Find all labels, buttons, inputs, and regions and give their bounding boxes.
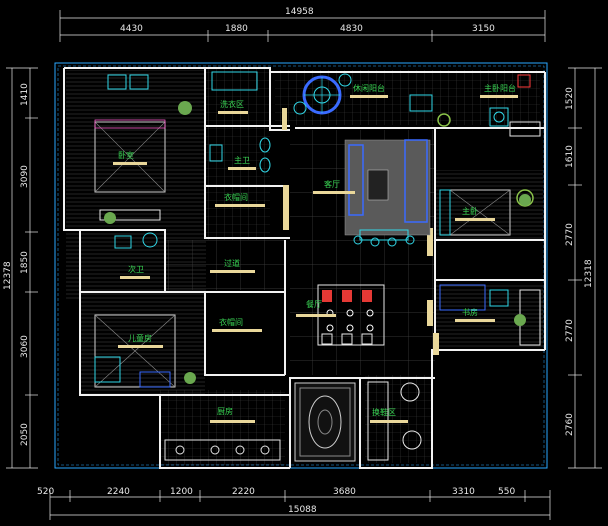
label-leisure-balcony: 休闲阳台	[350, 83, 388, 98]
label-master-balcony: 主卧阳台	[480, 83, 518, 98]
svg-text:书房: 书房	[462, 307, 478, 317]
svg-text:次卫: 次卫	[128, 264, 144, 274]
plants	[104, 101, 531, 384]
label-corridor: 过道	[210, 258, 255, 273]
dim-bottom-total: 15088	[288, 505, 317, 515]
svg-text:主卫: 主卫	[234, 155, 250, 165]
svg-text:餐厅: 餐厅	[306, 300, 322, 309]
dim-left-seg: 1410	[20, 83, 30, 106]
master-bath-fixtures	[209, 71, 271, 173]
entry-rug-icon	[294, 382, 356, 462]
dim-right-seg: 1520	[565, 87, 575, 110]
label-study: 书房	[455, 307, 495, 322]
second-bath-fixtures	[114, 232, 158, 249]
svg-text:卧室: 卧室	[118, 150, 134, 160]
label-second-bath: 次卫	[120, 264, 150, 279]
master-bed-icon	[439, 189, 534, 236]
dim-left-seg: 2050	[20, 423, 30, 446]
label-living-room: 客厅	[313, 179, 355, 194]
dim-bottom-seg: 3680	[333, 487, 356, 497]
floor-fills	[66, 65, 543, 465]
dim-top-seg: 4830	[340, 24, 363, 34]
dim-top-total: 14958	[285, 7, 314, 17]
dim-bottom-seg: 550	[498, 487, 515, 497]
label-bedroom: 卧室	[113, 150, 147, 165]
dim-right-seg: 2760	[565, 413, 575, 436]
dim-top-seg: 3150	[472, 24, 495, 34]
dim-left-total: 12378	[3, 261, 13, 290]
dim-bottom-seg: 2240	[107, 487, 130, 497]
dim-right-seg: 2770	[565, 223, 575, 246]
dim-left-seg: 3060	[20, 335, 30, 358]
label-closet-top: 衣帽间	[215, 192, 265, 207]
dim-left-seg: 3090	[20, 165, 30, 188]
kids-bed-icon	[94, 314, 176, 388]
study-desk-icon	[439, 284, 541, 346]
dimension-lines	[6, 10, 602, 520]
svg-text:衣帽间: 衣帽间	[219, 317, 243, 327]
round-table-icon	[293, 73, 352, 115]
dim-right-total: 12318	[584, 259, 594, 288]
svg-text:换鞋区: 换鞋区	[372, 407, 396, 417]
dimension-texts: 14958 4430 1880 4830 3150 520 2240 1200 …	[3, 7, 594, 515]
svg-text:客厅: 客厅	[324, 179, 340, 189]
svg-text:过道: 过道	[224, 258, 240, 268]
room-labels: 休闲阳台 主卧阳台 洗衣区 卧室 主卫 衣帽间 客厅 主卧 次卫 过道 餐厅 书…	[113, 83, 518, 423]
dim-right-seg: 1610	[565, 145, 575, 168]
svg-text:主卧: 主卧	[462, 206, 478, 216]
dim-top-seg: 4430	[120, 24, 143, 34]
svg-text:洗衣区: 洗衣区	[220, 99, 244, 109]
dim-bottom-seg: 2220	[232, 487, 255, 497]
dim-bottom-seg: 3310	[452, 487, 475, 497]
kitchen-fixtures	[164, 439, 281, 461]
furniture	[94, 71, 541, 462]
label-wash-area: 洗衣区	[218, 99, 248, 114]
dim-bottom-seg: 520	[37, 487, 54, 497]
svg-text:衣帽间: 衣帽间	[224, 192, 248, 202]
structural-columns	[282, 108, 439, 355]
bed-icon	[94, 74, 166, 221]
label-closet-mid: 衣帽间	[212, 317, 262, 332]
dim-top-seg: 1880	[225, 24, 248, 34]
svg-text:厨房: 厨房	[217, 406, 233, 416]
label-kids-room: 儿童房	[118, 333, 163, 348]
label-kitchen: 厨房	[210, 406, 255, 423]
label-master-bedroom: 主卧	[455, 206, 495, 221]
svg-text:主卧阳台: 主卧阳台	[484, 83, 516, 93]
washer-icon	[489, 74, 541, 137]
dim-left-seg: 1850	[20, 251, 30, 274]
walls	[63, 67, 546, 469]
svg-text:儿童房: 儿童房	[128, 333, 152, 343]
dim-bottom-seg: 1200	[170, 487, 193, 497]
sofa-set-icon	[344, 139, 431, 247]
label-master-bath: 主卫	[228, 155, 256, 170]
label-shoe-area: 换鞋区	[370, 407, 408, 423]
dim-right-seg: 2770	[565, 319, 575, 342]
svg-text:休闲阳台: 休闲阳台	[353, 83, 385, 93]
label-dining-room: 餐厅	[296, 300, 336, 317]
